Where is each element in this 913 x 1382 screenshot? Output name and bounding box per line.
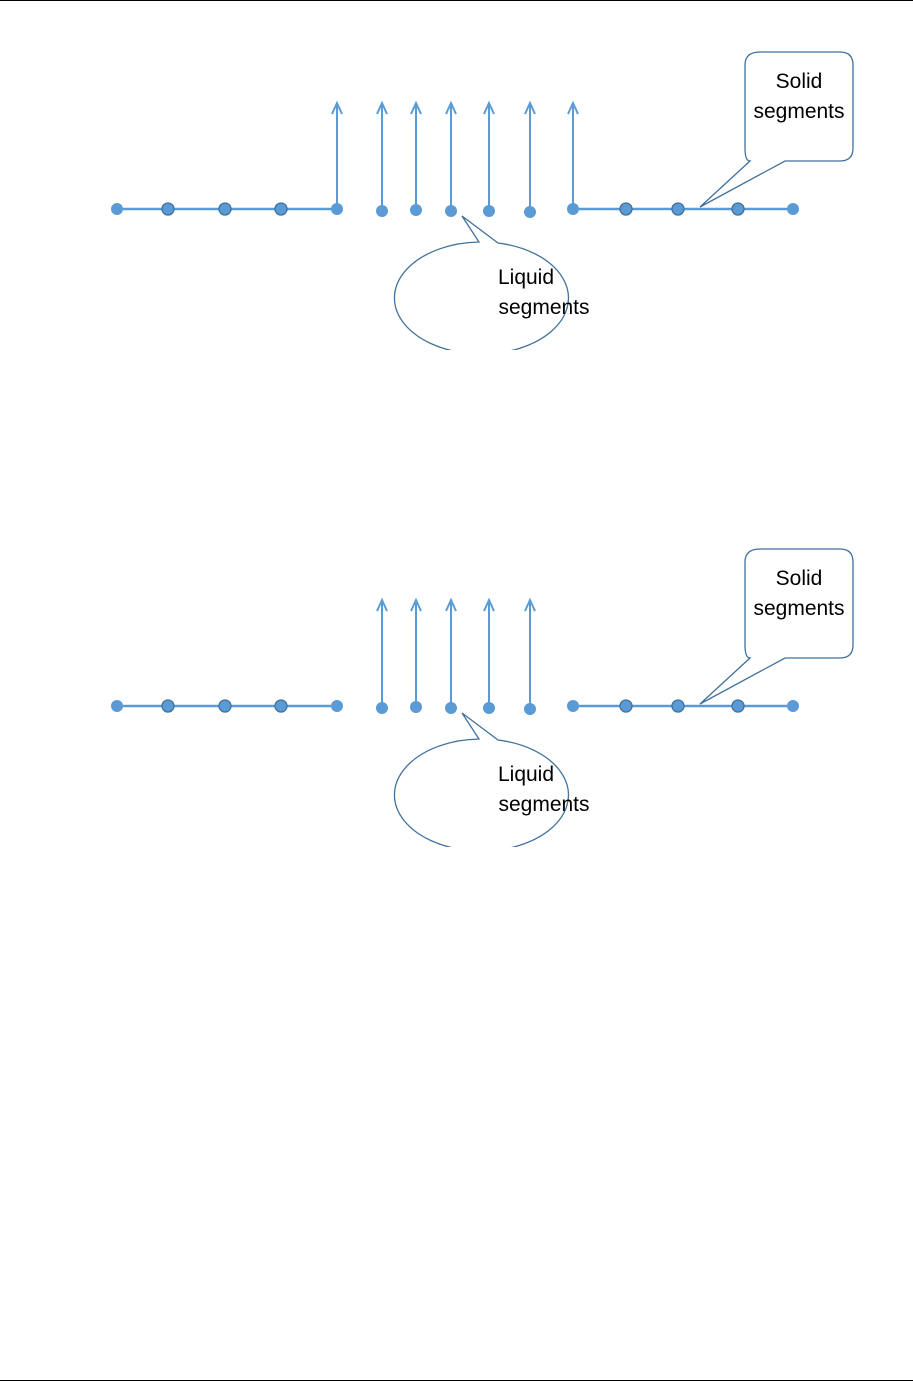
up-arrow-head bbox=[524, 100, 536, 115]
up-arrow bbox=[410, 100, 422, 210]
up-arrow bbox=[445, 100, 457, 211]
solid-node bbox=[331, 700, 343, 712]
solid-callout-shape bbox=[699, 548, 854, 705]
solid-node bbox=[787, 203, 799, 215]
solid-node bbox=[619, 202, 633, 216]
up-arrow-head bbox=[331, 100, 343, 115]
up-arrow-head bbox=[410, 597, 422, 612]
up-arrow bbox=[567, 100, 579, 209]
liquid-callout-line1: Liquid bbox=[498, 266, 554, 289]
solid-node bbox=[671, 699, 685, 713]
liquid-node bbox=[445, 205, 457, 217]
diagram-2-svg: Solid segments Liquid segments bbox=[111, 548, 854, 847]
solid-node bbox=[111, 203, 123, 215]
solid-node bbox=[274, 202, 288, 216]
liquid-callout: Liquid segments bbox=[393, 712, 590, 847]
segment-nodes bbox=[111, 699, 799, 715]
liquid-node bbox=[410, 701, 422, 713]
diagram-with-boundary-arrows: Solid segments Liquid segments bbox=[0, 20, 913, 350]
up-arrow bbox=[483, 597, 495, 708]
up-arrow bbox=[524, 100, 536, 212]
solid-node bbox=[787, 700, 799, 712]
liquid-node bbox=[483, 702, 495, 714]
liquid-node bbox=[376, 205, 388, 217]
liquid-node bbox=[524, 703, 536, 715]
liquid-node bbox=[410, 204, 422, 216]
velocity-arrows bbox=[376, 597, 536, 709]
up-arrow-head bbox=[376, 100, 388, 115]
solid-node bbox=[218, 202, 232, 216]
up-arrow-head bbox=[483, 100, 495, 115]
up-arrow-head bbox=[567, 100, 579, 115]
up-arrow-head bbox=[445, 100, 457, 115]
solid-node bbox=[731, 699, 745, 713]
up-arrow bbox=[376, 597, 388, 708]
liquid-callout-line1: Liquid bbox=[498, 763, 554, 786]
diagram-1-svg: Solid segments Liquid segments bbox=[111, 51, 854, 350]
up-arrow bbox=[410, 597, 422, 707]
liquid-node bbox=[445, 702, 457, 714]
solid-node bbox=[619, 699, 633, 713]
liquid-node bbox=[376, 702, 388, 714]
liquid-callout-line2: segments bbox=[498, 296, 589, 319]
bottom-rule bbox=[0, 1380, 913, 1381]
solid-node bbox=[731, 202, 745, 216]
up-arrow bbox=[483, 100, 495, 211]
liquid-node bbox=[483, 205, 495, 217]
velocity-arrows bbox=[331, 100, 579, 212]
up-arrow-head bbox=[410, 100, 422, 115]
solid-node bbox=[161, 202, 175, 216]
up-arrow-head bbox=[445, 597, 457, 612]
liquid-callout-line2: segments bbox=[498, 793, 589, 816]
up-arrow bbox=[445, 597, 457, 708]
up-arrow bbox=[331, 100, 343, 209]
solid-node bbox=[218, 699, 232, 713]
solid-node bbox=[274, 699, 288, 713]
solid-callout-line2: segments bbox=[753, 597, 844, 620]
top-rule bbox=[0, 0, 913, 1]
solid-callout: Solid segments bbox=[699, 548, 854, 705]
up-arrow bbox=[376, 100, 388, 211]
solid-callout-line1: Solid bbox=[776, 70, 823, 93]
up-arrow-head bbox=[524, 597, 536, 612]
up-arrow bbox=[524, 597, 536, 709]
up-arrow-head bbox=[483, 597, 495, 612]
solid-node bbox=[567, 700, 579, 712]
solid-node bbox=[111, 700, 123, 712]
liquid-callout-shape bbox=[393, 215, 570, 350]
liquid-callout-shape bbox=[393, 712, 570, 847]
solid-node bbox=[671, 202, 685, 216]
segment-nodes bbox=[111, 202, 799, 218]
solid-node bbox=[161, 699, 175, 713]
solid-callout-line2: segments bbox=[753, 100, 844, 123]
solid-callout-line1: Solid bbox=[776, 567, 823, 590]
up-arrow-head bbox=[376, 597, 388, 612]
solid-node bbox=[567, 203, 579, 215]
solid-callout: Solid segments bbox=[699, 51, 854, 208]
solid-node bbox=[331, 203, 343, 215]
liquid-node bbox=[524, 206, 536, 218]
liquid-callout: Liquid segments bbox=[393, 215, 590, 350]
diagram-without-boundary-arrows: Solid segments Liquid segments bbox=[0, 517, 913, 847]
solid-callout-shape bbox=[699, 51, 854, 208]
